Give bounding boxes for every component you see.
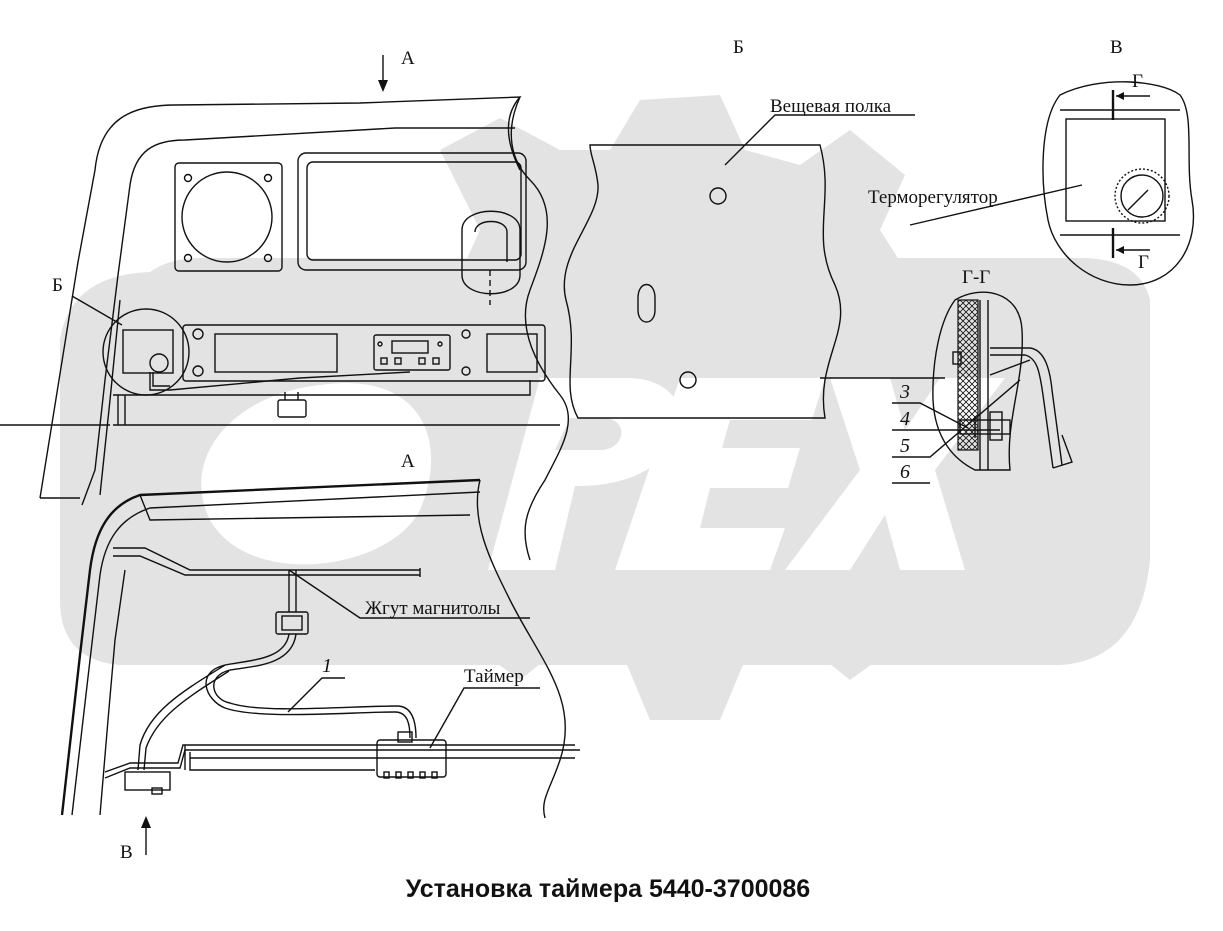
- diagram-title: Установка таймера 5440-3700086: [406, 875, 810, 903]
- label-v-top: В: [1110, 37, 1123, 58]
- section-g-g: [892, 291, 1073, 484]
- view-b-shelf: [563, 114, 945, 419]
- callout-thermostat: Терморегулятор: [868, 187, 998, 208]
- part-number-3: 3: [899, 381, 910, 403]
- opex-watermark: [60, 95, 1150, 720]
- shelf-slot: [637, 283, 656, 323]
- timer-display-unit: [373, 334, 451, 371]
- speaker-panel: [174, 162, 283, 272]
- switch-panel: [182, 324, 546, 382]
- floor-panel-edge: [60, 478, 481, 816]
- section-outline: [932, 291, 1024, 471]
- label-b-left: Б: [52, 275, 63, 296]
- handle: [461, 210, 521, 295]
- thermo-dial: [1120, 174, 1164, 218]
- label-g-top: Г: [1132, 71, 1143, 92]
- part-number-5: 5: [900, 435, 910, 457]
- watermark-letter-p: [488, 378, 683, 570]
- watermark-letter-x: [785, 378, 1005, 570]
- shelf-bracket: [104, 749, 580, 779]
- label-a-top: А: [401, 48, 415, 69]
- part-number-6: 6: [900, 461, 910, 483]
- callout-timer: Таймер: [464, 666, 524, 687]
- shelf-outline: [563, 144, 842, 419]
- part-number-4: 4: [900, 408, 910, 430]
- label-v-bottom: В: [120, 842, 133, 863]
- watermark-letter-e: [615, 378, 825, 570]
- thermo-detail-outline: [1042, 81, 1195, 286]
- callout-harness: Жгут магнитолы: [365, 598, 501, 619]
- lower-view-a: [60, 478, 580, 855]
- watermark-letters: [201, 378, 1005, 570]
- watermark-letter-o: [201, 382, 432, 565]
- wire-harness-1: [205, 633, 411, 739]
- upper-compartment: [297, 152, 527, 271]
- view-v-thermostat: [909, 81, 1195, 286]
- cab-outline: [39, 96, 522, 499]
- label-b-top: Б: [733, 37, 744, 58]
- harness-connector-top: [277, 399, 307, 418]
- break-line-bottom: [476, 479, 566, 819]
- harness-connector: [275, 611, 309, 635]
- break-line-top: [510, 96, 570, 561]
- part-number-1: 1: [322, 655, 332, 677]
- view-a-dashboard: [0, 55, 570, 561]
- label-g-bottom: Г: [1138, 252, 1149, 273]
- thermo-knob-small: [149, 353, 169, 373]
- thermo-box-small: [122, 329, 174, 374]
- thermo-box-large: [1065, 118, 1166, 222]
- label-section-gg: Г-Г: [962, 267, 990, 288]
- screw-assembly: [959, 419, 1011, 435]
- speaker-grille: [181, 171, 273, 263]
- callout-shelf: Вещевая полка: [770, 96, 892, 117]
- lower-beam: [113, 380, 531, 396]
- label-a-mid: А: [401, 451, 415, 472]
